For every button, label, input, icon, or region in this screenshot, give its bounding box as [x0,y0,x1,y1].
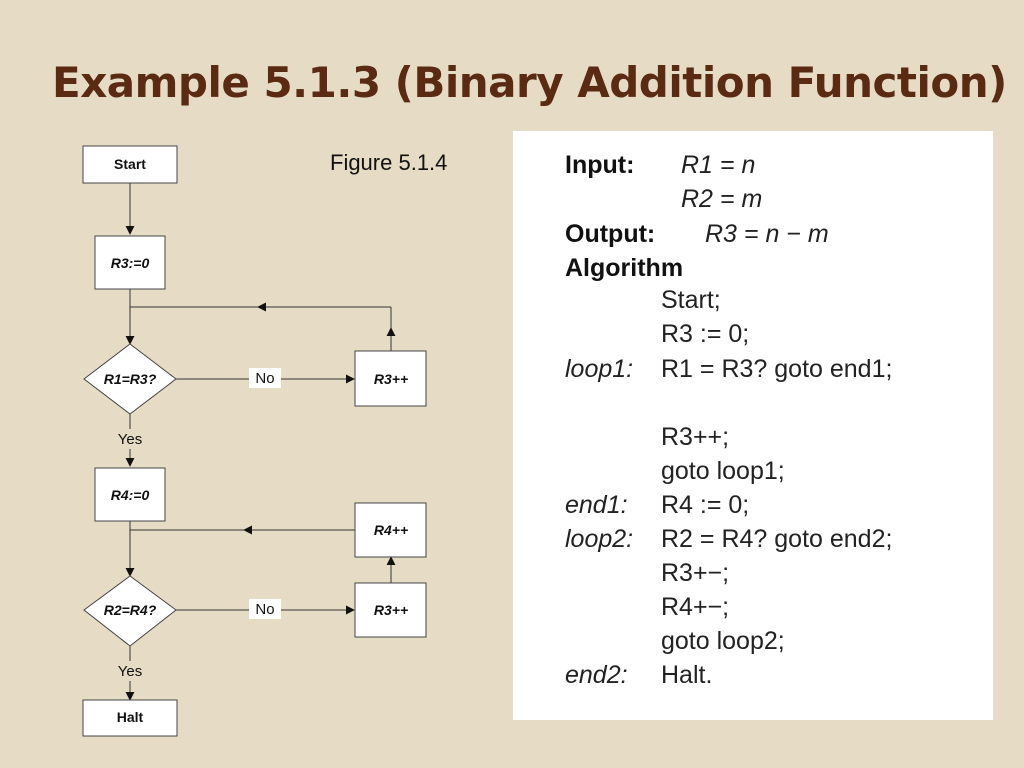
algorithm-panel: Input: R1 = n R2 = m Output: R3 = n − m … [513,131,993,720]
decision1-diamond [83,343,177,415]
r3-init-label: R3:=0 [111,255,150,271]
decision1-label: R1=R3? [104,371,157,387]
halt-label: Halt [117,709,144,725]
r3-init-box [94,235,166,290]
step-statement: R3 := 0; [661,320,750,348]
step-label: end1: [565,491,628,519]
decision2-diamond [83,575,177,647]
decision1-yes-label: Yes [118,431,142,448]
step-statement: R3+−; [661,559,730,587]
algorithm-label: Algorithm [565,254,684,282]
step-label: end2: [565,661,628,689]
decision2-yes-label: Yes [118,663,142,680]
figure-caption: Figure 5.1.4 [330,150,448,175]
output-line: R3 = n − m [705,220,829,248]
output-label: Output: [565,220,656,248]
r4-init-box [94,467,166,522]
r4-init-label: R4:=0 [111,487,150,503]
slide-title: Example 5.1.3 (Binary Addition Function) [52,58,1007,107]
input-line-1: R1 = n [681,151,756,179]
r3-inc-label-2: R3++ [374,602,408,618]
step-statement: Start; [661,286,721,314]
decision2-label: R2=R4? [104,602,157,618]
step-statement: R1 = R3? goto end1; [661,355,893,383]
step-statement: Halt. [661,661,713,689]
r4-inc-box [354,502,427,558]
start-label: Start [114,156,146,172]
input-label: Input: [565,151,635,179]
r3-inc-box-1 [354,350,427,407]
r4-inc-label: R4++ [374,522,408,538]
step-statement: R3++; [661,423,730,451]
r3-inc-box-2 [354,582,427,638]
input-line-2: R2 = m [681,185,763,213]
step-statement: goto loop2; [661,627,785,655]
step-statement: R2 = R4? goto end2; [661,525,893,553]
flowchart: Start R3:=0 R1=R3? No R3++ Yes R4:=0 R4+… [82,145,427,737]
step-label: loop1: [565,355,634,383]
step-statement: R4+−; [661,593,730,621]
halt-box [82,699,178,737]
start-box [82,145,178,184]
decision1-no-label: No [255,370,274,387]
r3-inc-label-1: R3++ [374,371,408,387]
step-statement: goto loop1; [661,457,785,485]
step-statement: R4 := 0; [661,491,750,519]
decision2-no-label: No [255,601,274,618]
step-label: loop2: [565,525,634,553]
